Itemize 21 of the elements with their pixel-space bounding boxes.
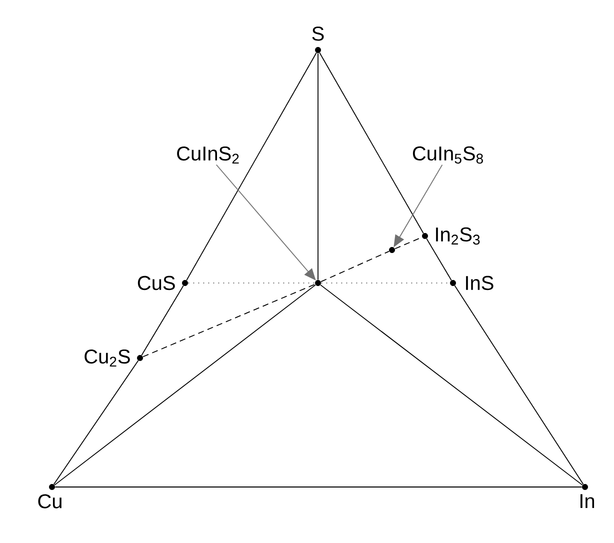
line — [319, 52, 424, 234]
formula-label: CuIn$_{5}$S$_{8}$ — [412, 146, 483, 164]
line — [54, 486, 582, 488]
tie-line — [142, 284, 316, 358]
point-label: In — [580, 494, 594, 508]
tie-line — [320, 250, 390, 282]
point-label: Cu — [38, 494, 62, 508]
line — [426, 238, 452, 281]
line — [454, 285, 584, 485]
formula-label: CuInS$_{2}$ — [177, 146, 239, 164]
line — [141, 285, 184, 356]
line — [320, 284, 583, 486]
line — [53, 360, 139, 485]
line — [186, 52, 317, 281]
point-label: S — [312, 26, 324, 41]
tie-line — [188, 282, 316, 284]
point-label: InS — [466, 276, 494, 290]
point-label: CuS — [138, 276, 175, 290]
point-label: In$_{2}$S$_{3}$ — [436, 227, 480, 245]
point-label: Cu$_{2}$S — [84, 349, 130, 367]
line — [54, 284, 316, 486]
